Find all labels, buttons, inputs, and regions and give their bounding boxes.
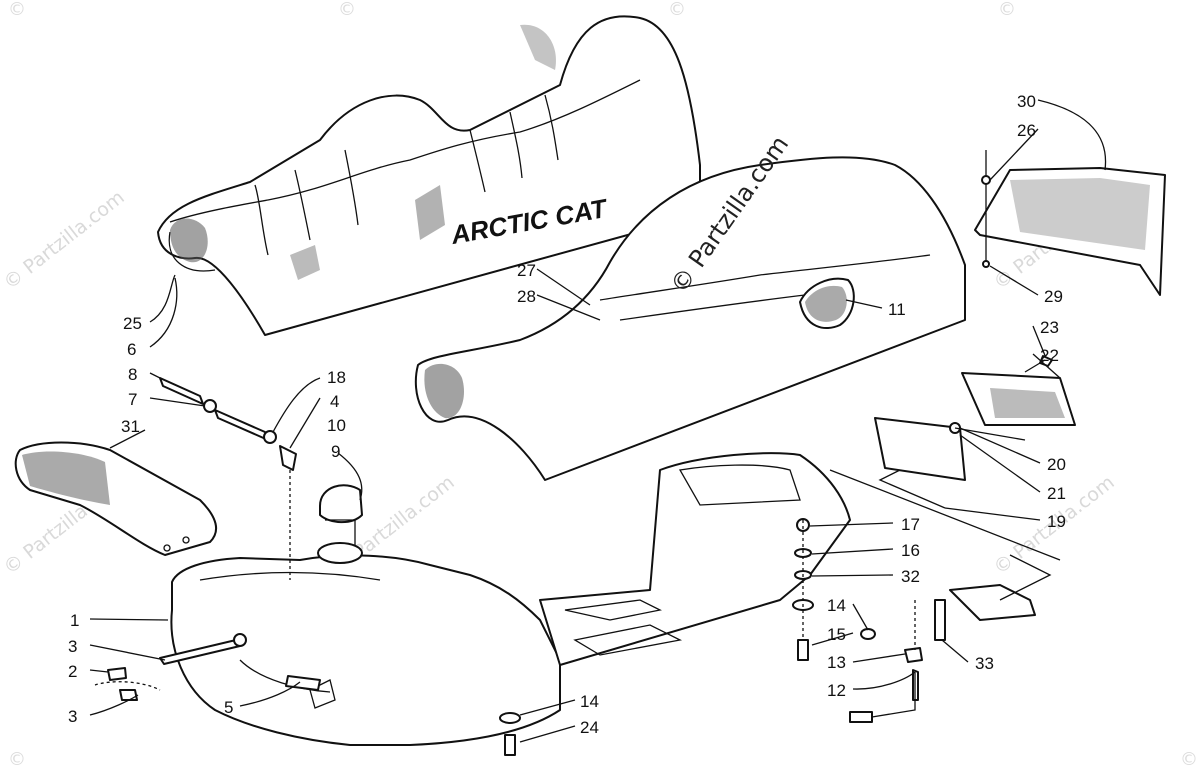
callout-12: 12 [827,681,846,700]
callout-23: 23 [1040,318,1059,337]
callout-21: 21 [1047,484,1066,503]
callout-30: 30 [1017,92,1036,111]
callout-29: 29 [1044,287,1063,306]
callout-1: 1 [70,611,79,630]
watermark-symbol: © [338,0,356,20]
fuel-tank-chassis [170,452,851,746]
seat-cover: ARCTIC CAT [157,15,701,336]
callout-19: 19 [1047,512,1066,531]
callout-24: 24 [580,718,599,737]
bottom-fasteners [499,712,521,756]
callout-labels: 25 6 8 7 31 18 4 10 9 1 3 2 3 5 27 28 11… [68,92,1066,737]
callout-22: 22 [1040,346,1059,365]
callout-9: 9 [331,442,340,461]
watermark: © Partzilla.com [0,186,129,294]
leader-lines [89,99,1107,743]
callout-8: 8 [128,365,137,384]
callout-20: 20 [1047,455,1066,474]
right-hardware [792,469,1061,723]
watermark-symbol: © [8,749,26,770]
callout-26: 26 [1017,121,1036,140]
taillight-assembly [874,355,1076,509]
side-panel [14,441,218,556]
watermark-symbol: © [998,0,1016,20]
fuel-line [159,377,297,580]
callout-3: 3 [68,637,77,656]
watermark-symbol: © [668,0,686,20]
callout-10: 10 [327,416,346,435]
callout-25: 25 [123,314,142,333]
callout-31: 31 [121,417,140,436]
callout-18: 18 [327,368,346,387]
callout-13: 13 [827,653,846,672]
rear-flap [974,150,1166,296]
watermark-corner-symbols: © © © © © © [8,0,1198,770]
callout-3: 3 [68,707,77,726]
callout-28: 28 [517,287,536,306]
callout-6: 6 [127,340,136,359]
callout-7: 7 [128,390,137,409]
callout-2: 2 [68,662,77,681]
watermark-symbol: © [1180,749,1198,770]
callout-16: 16 [901,541,920,560]
callout-11: 11 [888,300,906,319]
callout-5: 5 [224,698,233,717]
callout-15: 15 [827,625,846,644]
watermark-symbol: © [8,0,26,20]
callout-4: 4 [330,392,339,411]
callout-14: 14 [580,692,599,711]
callout-17: 17 [901,515,920,534]
callout-32: 32 [901,567,920,586]
callout-33: 33 [975,654,994,673]
callout-14: 14 [827,596,846,615]
left-fittings [94,633,321,701]
callout-27: 27 [517,261,536,280]
